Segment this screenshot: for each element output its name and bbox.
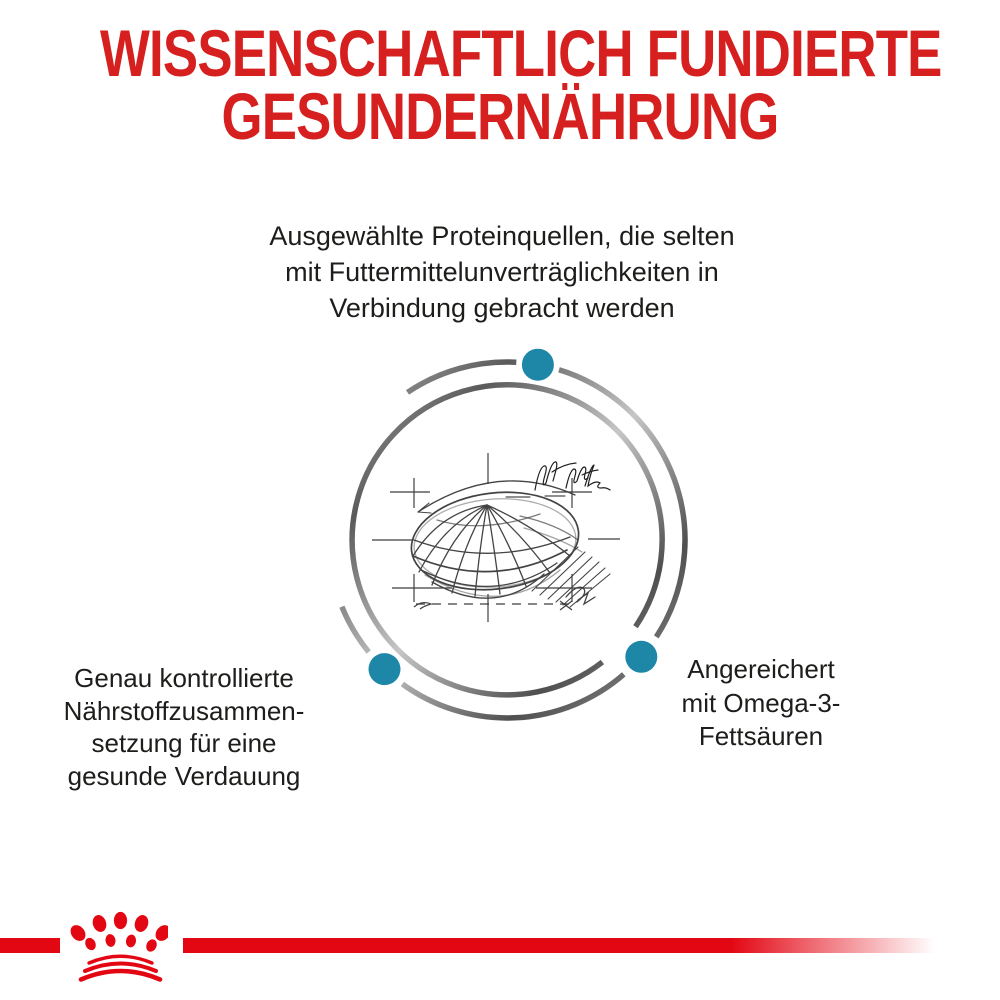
callout-protein-line-2: mit Futtermittelunverträglichkeiten in — [285, 257, 719, 287]
kibble-diagram — [339, 348, 688, 721]
marker-dot-top — [521, 348, 554, 381]
outer-ring-right-arc — [558, 367, 688, 639]
page-title: WISSENSCHAFTLICH FUNDIERTE GESUNDERNÄHRU… — [100, 16, 942, 153]
callout-omega3-line-1: Angereichert — [687, 654, 835, 684]
callout-digestion-line-2: Nährstoffzusammen- — [63, 695, 305, 726]
callout-digestion-line-3: setzung für eine — [91, 728, 277, 758]
outer-ring-top-left-arc — [405, 359, 517, 395]
callout-omega3-line-3: Fettsäuren — [698, 721, 824, 751]
callout-digestion-line-1: Genau kontrollierte — [74, 663, 294, 693]
callout-protein-line-1: Ausgewählte Proteinquellen, die selten — [269, 221, 735, 251]
marker-dot-bottom-right — [625, 640, 658, 673]
signature-scribble — [505, 461, 611, 498]
callout-digestion-line-4: gesunde Verdauung — [67, 760, 301, 791]
kibble-sketch-icon — [410, 480, 611, 608]
orbit-rings — [339, 359, 688, 721]
outer-ring-left-arc — [339, 605, 371, 654]
inner-ring-arc — [349, 382, 665, 698]
headline-line-1: WISSENSCHAFTLICH FUNDIERTE — [100, 16, 942, 90]
brand-stripe — [0, 938, 1000, 953]
callout-omega3-line-2: mit Omega-3- — [681, 687, 841, 718]
headline-line-2: GESUNDERNÄHRUNG — [221, 78, 779, 153]
callout-digestion: Genau kontrollierte Nährstoffzusammen- s… — [34, 662, 334, 792]
crown-logo-icon — [70, 911, 168, 982]
marker-dot-bottom-left — [368, 653, 401, 686]
callout-protein: Ausgewählte Proteinquellen, die selten m… — [102, 218, 902, 326]
dimension-marks — [372, 453, 620, 622]
marker-dots — [368, 348, 658, 686]
callout-omega3: Angereichert mit Omega-3- Fettsäuren — [611, 653, 911, 754]
callout-protein-line-3: Verbindung gebracht werden — [329, 293, 675, 323]
outer-ring-bottom-arc — [400, 672, 626, 721]
